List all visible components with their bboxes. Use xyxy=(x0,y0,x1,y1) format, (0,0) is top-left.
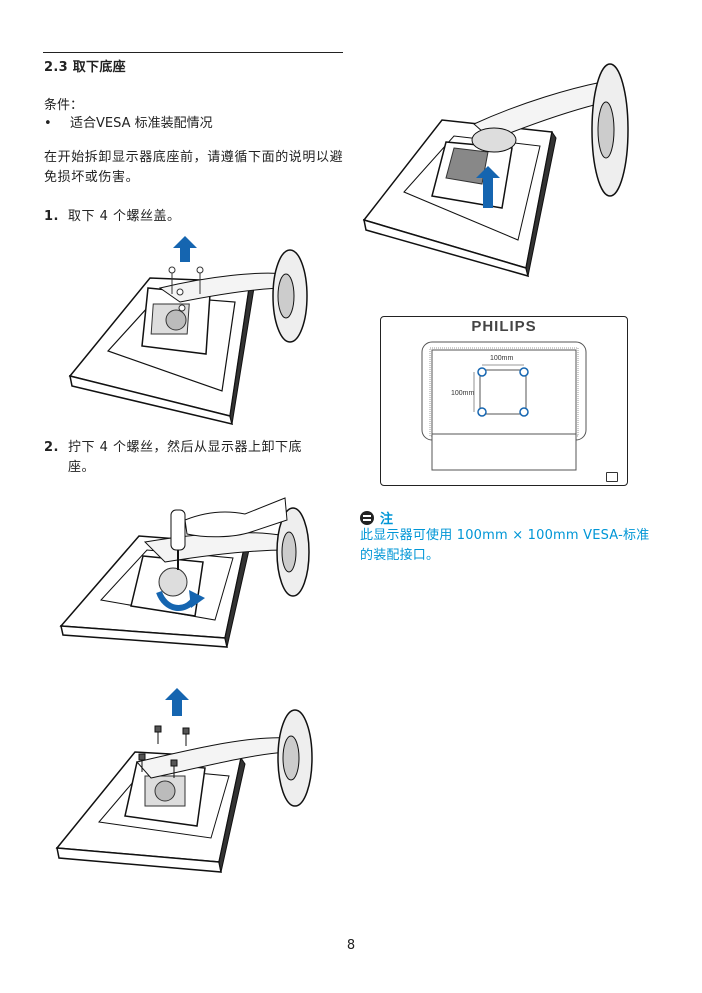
step-1-number: 1. xyxy=(44,209,59,224)
conditions-item-text: 适合VESA 标准装配情况 xyxy=(70,116,213,131)
illustration-vesa-plate-exposed xyxy=(362,63,629,278)
note-heading: 注 xyxy=(360,508,393,527)
dim-horizontal-label: 100mm xyxy=(490,355,514,362)
intro-paragraph: 在开始拆卸显示器底座前，请遵循下面的说明以避免损坏或伤害。 xyxy=(44,150,344,185)
illustration-unscrew xyxy=(59,497,310,648)
note-text: 此显示器可使用 100mm × 100mm VESA-标准的装配接口。 xyxy=(360,528,650,563)
note-icon xyxy=(360,511,374,525)
page-number: 8 xyxy=(346,938,356,953)
monitor-rear-diagram xyxy=(421,341,587,471)
section-rule xyxy=(43,52,343,53)
illustration-remove-screw-covers xyxy=(68,236,308,426)
lock-icon xyxy=(606,472,618,482)
step-2: 2. 拧下 4 个螺丝，然后从显示器上卸下底 座。 xyxy=(44,438,344,478)
note-heading-text: 注 xyxy=(380,512,394,527)
step-2-text-line1: 拧下 4 个螺丝，然后从显示器上卸下底 xyxy=(68,440,303,455)
section-title: 2.3 取下底座 xyxy=(44,60,126,75)
dim-vertical-label: 100mm xyxy=(451,390,475,397)
step-1-text: 取下 4 个螺丝盖。 xyxy=(68,209,181,224)
bullet-dot: • xyxy=(44,116,52,131)
monitor-rear-brand: PHILIPS xyxy=(471,318,537,335)
step-1: 1. 取下 4 个螺丝盖。 xyxy=(44,207,181,227)
illustration-remove-base xyxy=(55,688,313,873)
step-2-text-line2: 座。 xyxy=(68,460,96,475)
conditions-bullet-item: • 适合VESA 标准装配情况 xyxy=(44,112,213,131)
conditions-label: 条件： xyxy=(44,98,84,113)
step-2-number: 2. xyxy=(44,440,59,455)
